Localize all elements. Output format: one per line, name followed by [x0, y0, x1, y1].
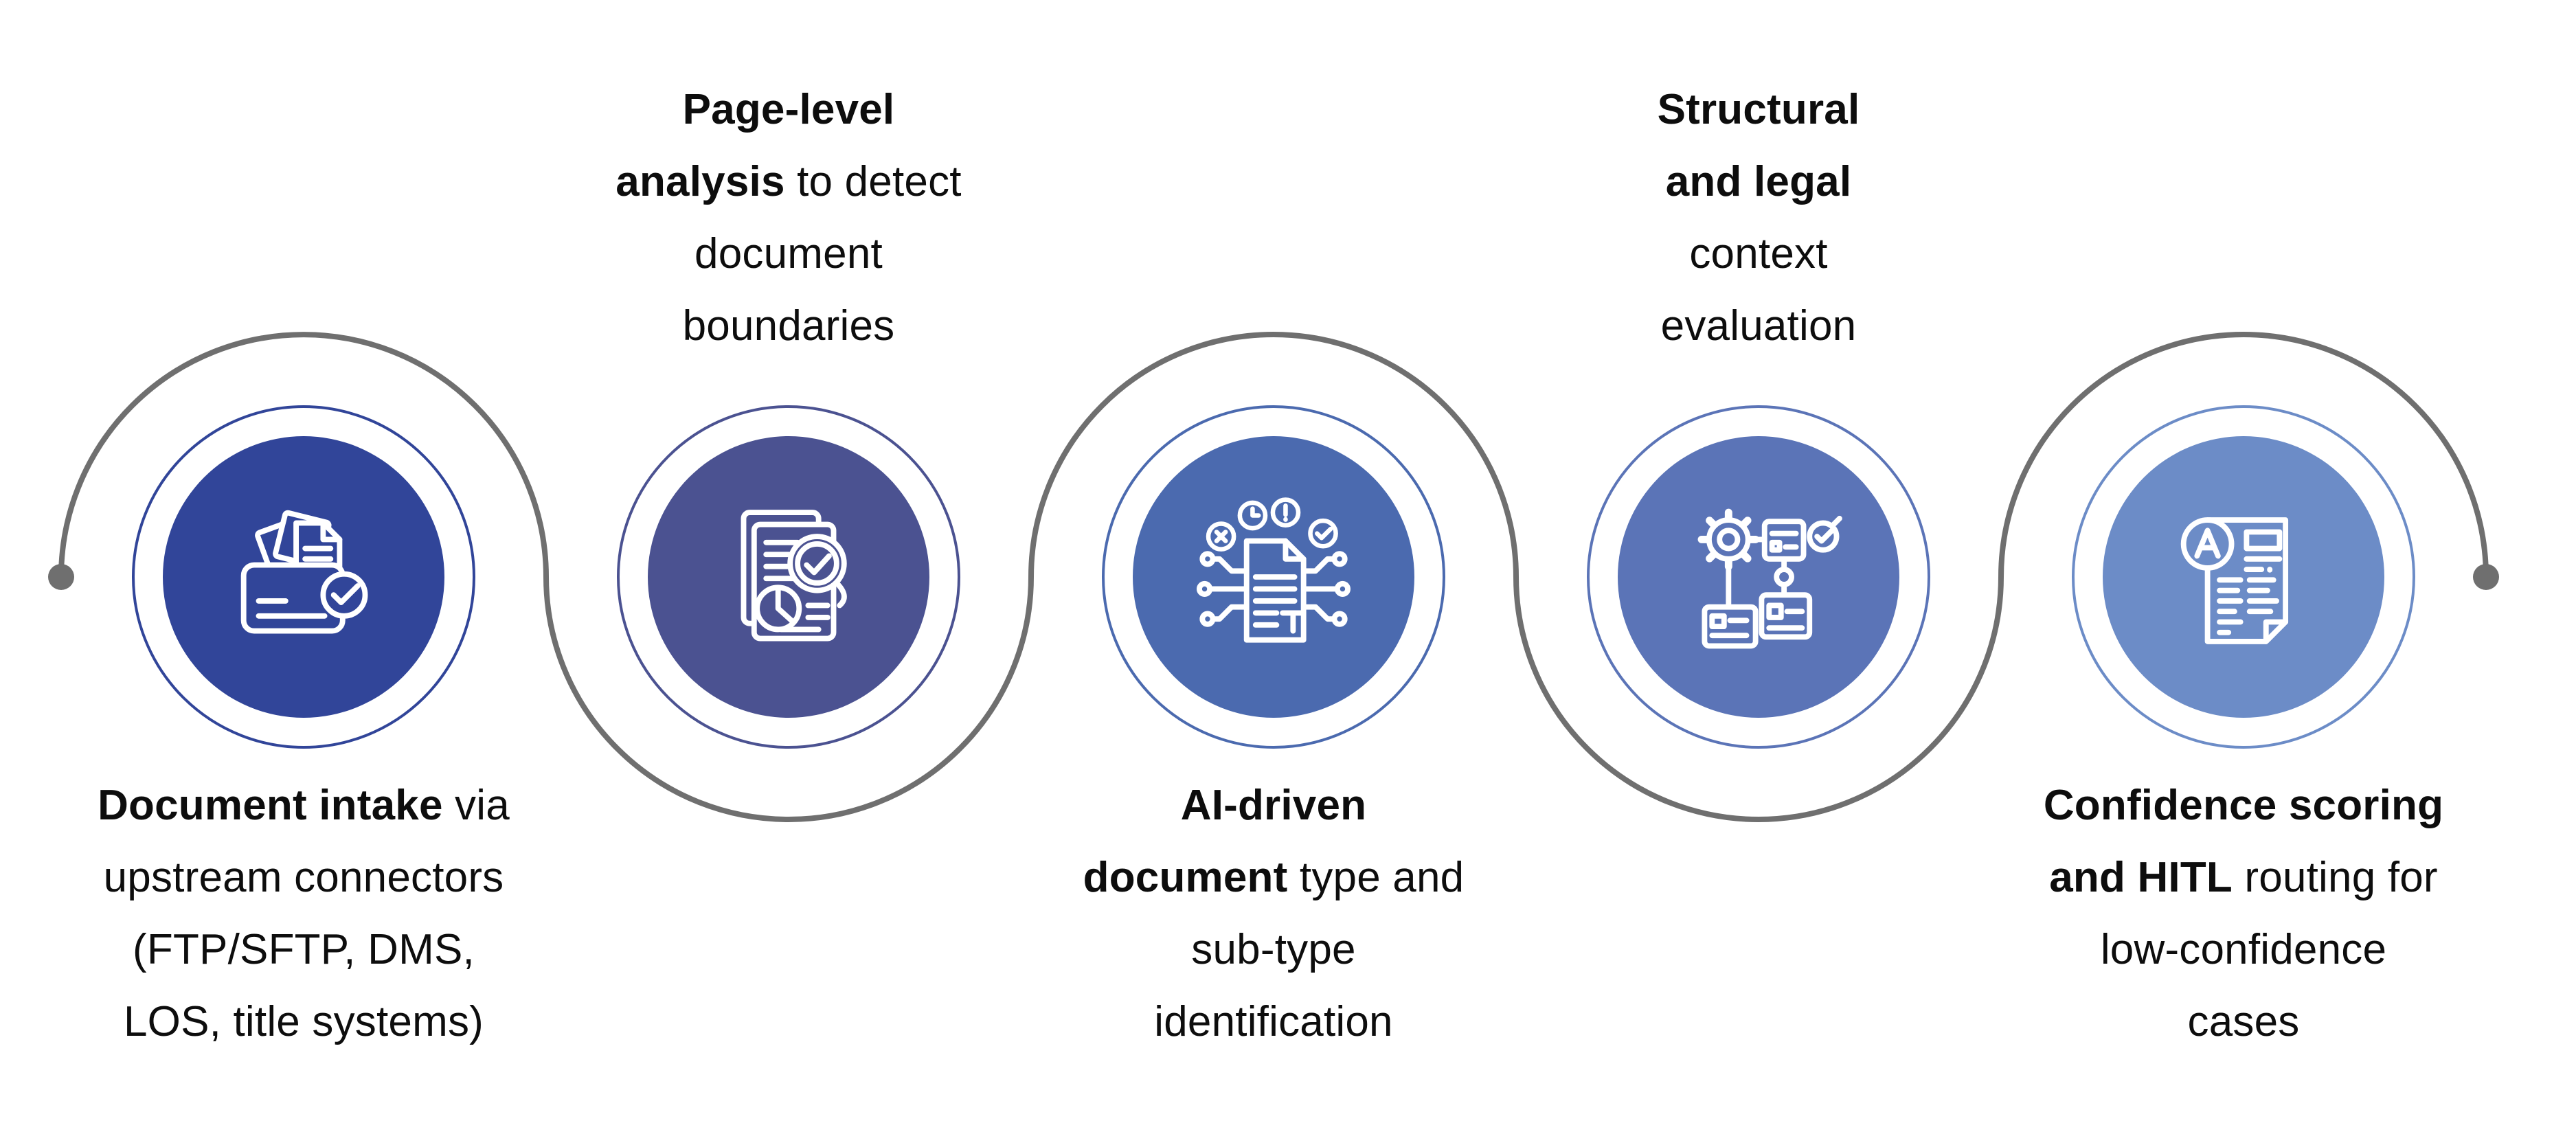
step-3-outer-ring: [1102, 405, 1445, 749]
document-magnifier-check-icon: [741, 510, 847, 642]
document-grade-a-icon: [2180, 517, 2289, 644]
step-5-outer-ring: [2072, 405, 2415, 749]
step-5-label: Confidence scoring and HITL routing for …: [2003, 769, 2484, 1058]
label-line: analysis to detect: [615, 158, 962, 205]
label-line: (FTP/SFTP, DMS,: [133, 926, 475, 973]
label-line: sub-type: [1191, 926, 1356, 973]
step-1-circle: [163, 436, 444, 718]
label-line: boundaries: [682, 302, 895, 350]
label-line: LOS, title systems): [123, 998, 484, 1045]
step-2-outer-ring: [617, 405, 960, 749]
label-line: context: [1689, 230, 1828, 277]
label-line: and legal: [1665, 158, 1852, 205]
label-line: document: [694, 230, 883, 277]
step-2-circle: [648, 436, 929, 718]
label-line: low-confidence: [2100, 926, 2387, 973]
step-2-label: Page-level analysis to detect document b…: [548, 73, 1029, 362]
step-4-label: Structural and legal context evaluation: [1518, 73, 1999, 362]
label-line: cases: [2187, 998, 2300, 1045]
step-4-outer-ring: [1587, 405, 1930, 749]
gear-workflow-check-icon: [1697, 508, 1842, 649]
label-line: Structural: [1657, 86, 1860, 133]
label-line: and HITL routing for: [2049, 854, 2438, 901]
label-line: Confidence scoring: [2043, 782, 2444, 829]
label-line: document type and: [1083, 854, 1465, 901]
step-3-ai-document-id: AI-driven document type and sub-type ide…: [1033, 0, 1514, 1145]
label-line: upstream connectors: [103, 854, 504, 901]
step-3-circle: [1133, 436, 1414, 718]
ai-document-circuit-icon: [1196, 497, 1351, 643]
folder-documents-check-icon: [240, 510, 368, 634]
step-5-confidence-scoring: Confidence scoring and HITL routing for …: [2003, 0, 2484, 1145]
step-3-label: AI-driven document type and sub-type ide…: [1033, 769, 1514, 1058]
curve-end-dot: [2473, 564, 2499, 590]
step-1-label: Document intake via upstream connectors …: [63, 769, 544, 1058]
step-5-circle: [2103, 436, 2384, 718]
label-line: Page-level: [682, 86, 895, 133]
step-2-page-level-analysis: Page-level analysis to detect document b…: [548, 0, 1029, 1145]
connector-path: [58, 332, 2489, 822]
step-4-circle: [1618, 436, 1899, 718]
step-1-document-intake: Document intake via upstream connectors …: [63, 0, 544, 1145]
step-4-context-evaluation: Structural and legal context evaluation: [1518, 0, 1999, 1145]
label-line: identification: [1154, 998, 1393, 1045]
label-line: Document intake via: [98, 782, 510, 829]
label-line: evaluation: [1660, 302, 1857, 350]
curve-start-dot: [48, 564, 74, 590]
step-1-outer-ring: [132, 405, 475, 749]
label-line: AI-driven: [1180, 782, 1367, 829]
